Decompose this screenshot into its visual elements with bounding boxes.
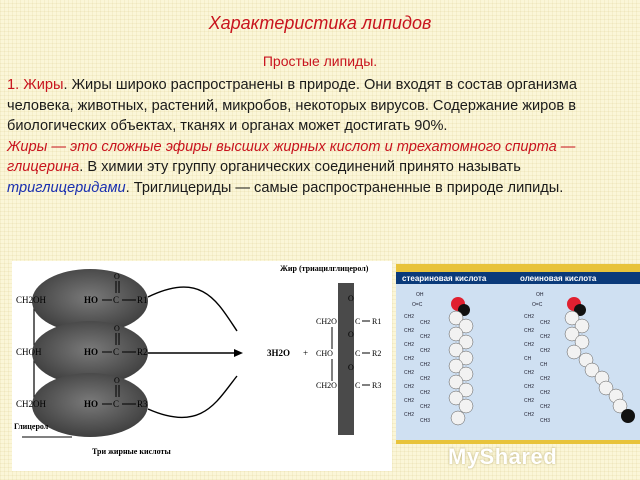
svg-text:R2: R2 [137,347,148,357]
section-subtitle: Простые липиды. [262,53,378,69]
acyl-group-1: O C R1 [102,272,148,305]
svg-text:CH2: CH2 [404,342,414,348]
arrow-bottom [147,375,238,419]
models-svg: стеариновая кислота олеиновая кислота OH… [396,272,640,426]
svg-text:C: C [113,295,119,305]
svg-text:CH2: CH2 [540,320,550,326]
svg-text:R3: R3 [137,399,148,409]
svg-text:OH: OH [536,292,544,298]
oleic-label: олеиновая кислота [520,274,597,283]
svg-text:O=C: O=C [412,302,423,308]
svg-text:CH2: CH2 [524,314,534,320]
svg-text:O: O [348,330,354,339]
svg-text:CH2: CH2 [420,404,430,410]
svg-text:CH2: CH2 [540,404,550,410]
svg-text:CH2: CH2 [524,398,534,404]
svg-text:CH2: CH2 [420,348,430,354]
svg-text:O: O [114,324,120,333]
fat-row-2: CHO [316,349,333,358]
slide-title: Характеристика липидов [208,13,432,33]
svg-text:O: O [114,272,120,281]
fat-row-1: CH2O [316,317,337,326]
svg-text:CH2: CH2 [420,362,430,368]
svg-text:R2: R2 [372,349,381,358]
svg-text:O: O [348,363,354,372]
svg-text:CH2: CH2 [420,376,430,382]
svg-text:CH2: CH2 [540,334,550,340]
product-bonds [331,320,370,386]
glycerol-row-1: CH2OH [16,295,47,305]
plus-sign: + [303,348,308,358]
svg-text:CH2: CH2 [524,328,534,334]
svg-text:CH2: CH2 [404,314,414,320]
product-acyl-labels: O O O C C C R1 R2 R3 [348,294,381,390]
acyl-group-2: O C R2 [102,324,148,357]
fat-definition: Жиры — это сложные эфиры высших жирных к… [7,138,576,176]
svg-text:R1: R1 [372,317,381,326]
svg-text:R3: R3 [372,381,381,390]
svg-text:CH2: CH2 [524,342,534,348]
fatty-acids-label: Три жирные кислоты [92,447,171,456]
svg-text:C: C [355,381,360,390]
fat-column [338,283,354,435]
svg-text:CH2: CH2 [524,384,534,390]
svg-text:CH2: CH2 [404,384,414,390]
svg-text:CH2: CH2 [404,356,414,362]
glycerol-row-2: CHOH [16,347,42,357]
svg-text:O=C: O=C [532,302,543,308]
svg-text:CH2: CH2 [420,390,430,396]
svg-text:CH2: CH2 [540,390,550,396]
fatty-acid-models: стеариновая кислота олеиновая кислота OH… [396,264,640,444]
water-label: 3H2O [267,348,290,358]
glycerol-label: Глицерол [14,422,49,431]
svg-text:CH2: CH2 [404,412,414,418]
arrow-top [147,286,238,332]
esterification-diagram: CH2OH CHOH CH2OH HO HO HO O C R1 O C R2 … [12,261,392,471]
oleic-chain-model [564,297,635,423]
svg-text:C: C [113,399,119,409]
svg-text:CH2: CH2 [404,398,414,404]
stearic-label: стеариновая кислота [402,274,487,283]
svg-text:R1: R1 [137,295,148,305]
svg-text:CH3: CH3 [540,418,550,424]
svg-text:CH2: CH2 [524,370,534,376]
svg-text:CH2: CH2 [404,328,414,334]
paragraph-number: 1. Жиры [7,77,64,93]
svg-text:C: C [113,347,119,357]
svg-text:OH: OH [416,292,424,298]
fat-label: Жир (триацилглицерол) [280,264,369,273]
svg-text:CH2: CH2 [540,376,550,382]
ho-3: HO [84,399,98,409]
arrowhead [234,349,243,357]
paragraph-text-3: . Триглицериды — самые распространенные … [125,179,564,196]
acyl-group-3: O C R3 [102,376,148,409]
models-panel: стеариновая кислота олеиновая кислота OH… [396,272,640,440]
stearic-chain-model [448,297,474,426]
svg-text:CH3: CH3 [420,418,430,424]
svg-text:CH2: CH2 [540,348,550,354]
fat-row-3: CH2O [316,381,337,390]
svg-text:CH2: CH2 [524,412,534,418]
ho-2: HO [84,347,98,357]
models-header [396,272,640,284]
svg-text:CH2: CH2 [420,320,430,326]
svg-text:C: C [355,317,360,326]
svg-text:CH: CH [540,362,548,368]
ho-1: HO [84,295,98,305]
glycerol-row-3: CH2OH [16,399,47,409]
body-paragraph: 1. Жиры. Жиры широко распространены в пр… [7,75,607,199]
paragraph-text-1: . Жиры широко распространены в природе. … [7,77,577,135]
svg-text:O: O [348,294,354,303]
svg-text:C: C [355,349,360,358]
svg-text:CH2: CH2 [404,370,414,376]
paragraph-text-2: . В химии эту группу органических соедин… [79,159,521,176]
svg-text:O: O [114,376,120,385]
svg-text:CH2: CH2 [420,334,430,340]
watermark-logo: MyShared [448,444,558,469]
triglycerides-term: триглицеридами [7,179,126,196]
svg-text:CH: CH [524,356,532,362]
reaction-svg: CH2OH CHOH CH2OH HO HO HO O C R1 O C R2 … [14,264,381,456]
